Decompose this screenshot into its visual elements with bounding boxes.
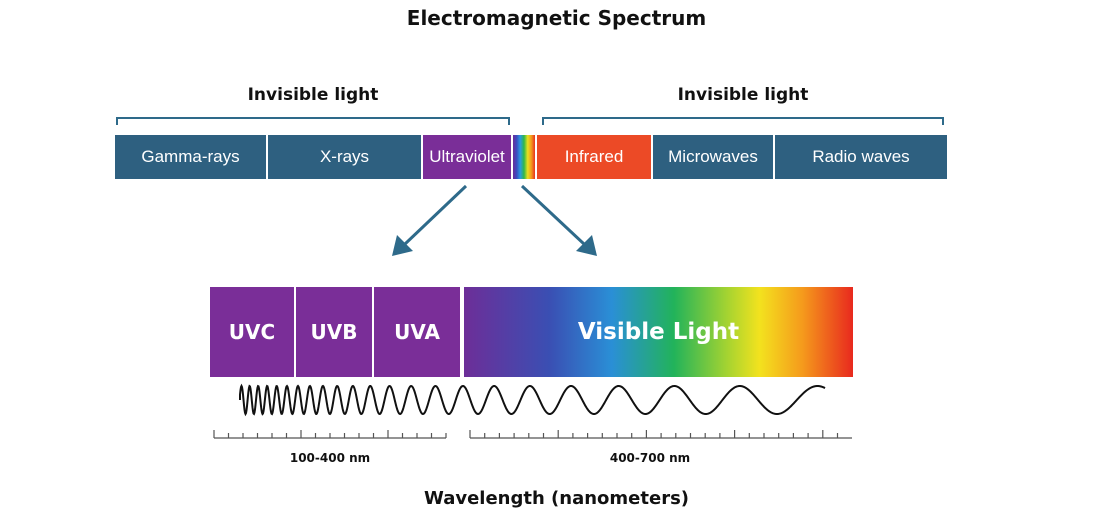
band-radio-waves: Radio waves <box>775 135 947 179</box>
band-ultraviolet: Ultraviolet <box>423 135 511 179</box>
wavelength-ruler <box>213 430 852 439</box>
uv-range-label: 100-400 nm <box>289 451 371 465</box>
band-infrared: Infrared <box>537 135 653 179</box>
em-spectrum-bar: Gamma-rays X-rays Ultraviolet Infrared M… <box>115 135 947 179</box>
invisible-light-label-left: Invisible light <box>247 85 379 105</box>
wavelength-axis-label: Wavelength (nanometers) <box>423 488 690 509</box>
arrow-to-visible-icon <box>520 184 597 256</box>
arrow-to-uv-icon <box>392 184 468 256</box>
visible-range-label: 400-700 nm <box>609 451 691 465</box>
invisible-bracket-right <box>542 117 944 125</box>
uva-band: UVA <box>374 287 460 377</box>
invisible-bracket-left <box>116 117 510 125</box>
band-gamma-rays: Gamma-rays <box>115 135 268 179</box>
wave-icon <box>239 383 826 417</box>
uvc-band: UVC <box>210 287 296 377</box>
band-visible-strip <box>511 135 537 179</box>
invisible-light-label-right: Invisible light <box>677 85 809 105</box>
band-microwaves: Microwaves <box>653 135 775 179</box>
visible-light-band: Visible Light <box>464 287 853 377</box>
diagram-title: Electromagnetic Spectrum <box>406 6 707 30</box>
band-x-rays: X-rays <box>268 135 423 179</box>
uvb-band: UVB <box>296 287 374 377</box>
